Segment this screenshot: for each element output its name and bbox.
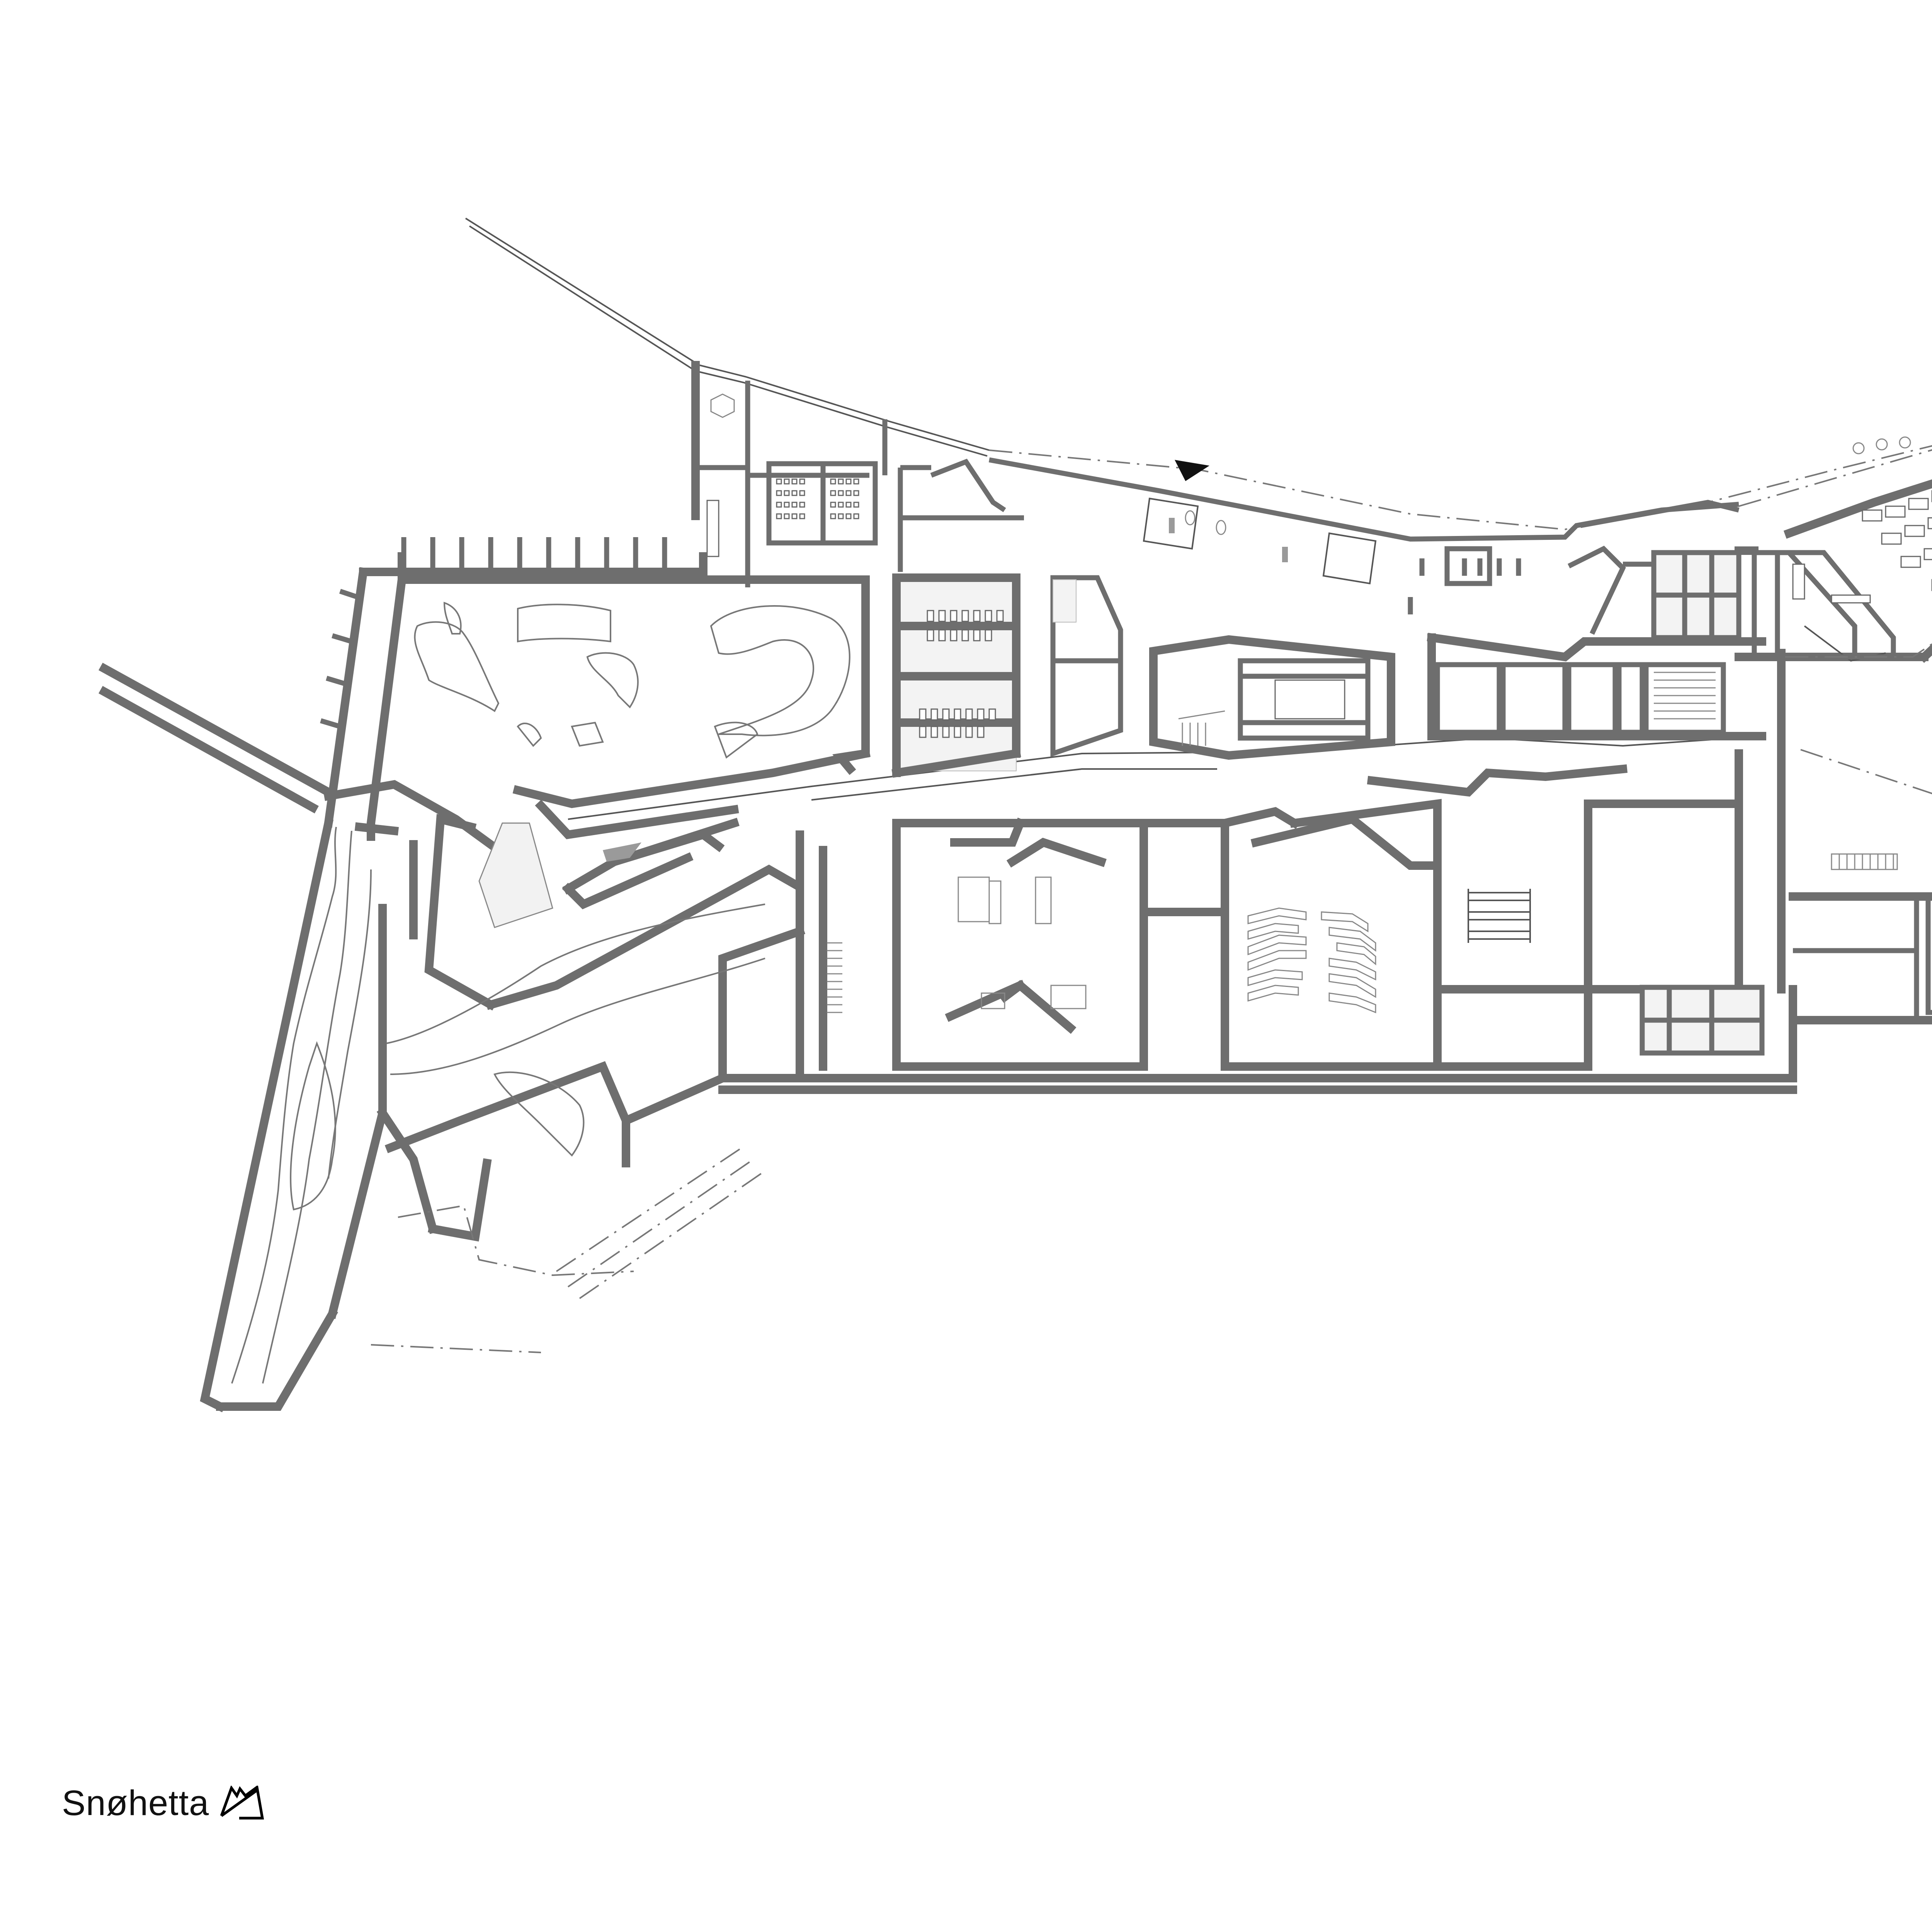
- restaurant: [1738, 436, 1932, 663]
- service-rooms: [1427, 546, 1766, 740]
- outdoor-ramp: [371, 1147, 766, 1353]
- west-wing-rooms: [398, 361, 1024, 587]
- brand-name: Snøhetta: [62, 1783, 209, 1823]
- stone-patio: [478, 822, 553, 928]
- east-service-wing: [1785, 643, 1932, 1024]
- central-pavilion: [1149, 546, 1521, 760]
- entrance-pavilions: [1143, 497, 1377, 585]
- south-galleries: [718, 649, 1797, 1094]
- planter: [603, 842, 641, 862]
- mountain-logo-icon: [220, 1786, 264, 1820]
- cave-replica-wing: [99, 663, 806, 1412]
- staff-toilets-south: [1639, 985, 1765, 1056]
- public-toilets: [891, 573, 1123, 778]
- entrance-marker-icon: [1175, 460, 1209, 481]
- kitchen: [1775, 550, 1896, 660]
- north-facade: [465, 218, 1932, 542]
- brand-block: Snøhetta: [62, 1785, 266, 1821]
- main-corridor: [512, 735, 1762, 839]
